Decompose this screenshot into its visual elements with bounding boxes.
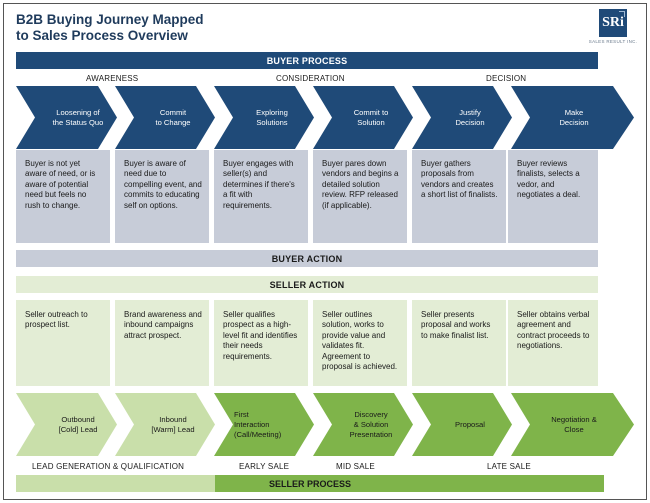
- buyer-chevron-6: [511, 86, 634, 149]
- buyer-step-4-line-2: Solution: [357, 117, 385, 127]
- seller-step-6-line-2: Close: [564, 424, 584, 434]
- buyer-chevron-4: [313, 86, 413, 149]
- logo-corner-icon: [619, 11, 625, 17]
- buyer-action-band: BUYER ACTION: [16, 250, 598, 267]
- stage-late-sale: LATE SALE: [487, 462, 531, 471]
- buyer-chevron-3: [214, 86, 314, 149]
- logo-text: SRi: [602, 15, 624, 30]
- seller-step-3-line-1: First: [234, 409, 249, 419]
- seller-step-6-line-1: Negotiation &: [551, 414, 597, 424]
- buyer-step-6-line-1: Make: [564, 107, 584, 117]
- buyer-description-4: Buyer pares down vendors and begins a de…: [313, 150, 407, 243]
- buyer-process-band: BUYER PROCESS: [16, 52, 598, 69]
- stage-consideration: CONSIDERATION: [276, 74, 345, 83]
- seller-step-4-line-2: & Solution: [353, 419, 389, 429]
- stage-awareness: AWARENESS: [86, 74, 139, 83]
- seller-description-1: Seller outreach to prospect list.: [16, 300, 110, 386]
- seller-step-1-line-2: [Cold] Lead: [58, 424, 98, 434]
- seller-step-1-line-1: Outbound: [61, 414, 95, 424]
- seller-step-5-line-1: Proposal: [455, 419, 485, 429]
- buyer-step-2-line-2: to Change: [155, 117, 191, 127]
- buyer-step-2-line-1: Commit: [159, 107, 187, 117]
- seller-chevron-6: [511, 393, 634, 456]
- buyer-description-3: Buyer engages with seller(s) and determi…: [214, 150, 308, 243]
- logo-tagline: SALES RESULT INC.: [588, 39, 638, 44]
- buyer-chevrons: [16, 86, 634, 149]
- seller-process-dark-segment: [215, 475, 604, 492]
- buyer-chevron-2: [115, 86, 215, 149]
- buyer-step-4-line-1: Commit to: [353, 107, 389, 117]
- seller-step-2: Inbound[Warm] Lead: [134, 393, 212, 456]
- seller-step-3-line-2: Interaction: [234, 419, 270, 429]
- buyer-chevron-1: [16, 86, 117, 149]
- buyer-chevron-5: [412, 86, 512, 149]
- seller-step-1: Outbound[Cold] Lead: [38, 393, 118, 456]
- seller-step-6: Negotiation &Close: [530, 393, 618, 456]
- seller-step-5: Proposal: [431, 393, 509, 456]
- seller-description-5: Seller presents proposal and works to ma…: [412, 300, 506, 386]
- buyer-description-6: Buyer reviews finalists, selects a vedor…: [508, 150, 598, 243]
- title-line-2: to Sales Process Overview: [16, 28, 188, 43]
- title-line-1: B2B Buying Journey Mapped: [16, 12, 204, 27]
- seller-process-band: SELLER PROCESS: [16, 475, 604, 492]
- buyer-description-5: Buyer gathers proposals from vendors and…: [412, 150, 506, 243]
- buyer-step-3-line-1: Exploring: [256, 107, 288, 117]
- seller-chevron-3: [214, 393, 314, 456]
- seller-step-3-line-3: (Call/Meeting): [234, 429, 282, 439]
- logo-mark: SRi: [599, 9, 627, 37]
- seller-process-light-segment: [16, 475, 215, 492]
- stage-decision: DECISION: [486, 74, 527, 83]
- buyer-description-1: Buyer is not yet aware of need, or is aw…: [16, 150, 110, 243]
- seller-chevron-4: [313, 393, 413, 456]
- seller-chevron-2: [115, 393, 215, 456]
- company-logo: SRi SALES RESULT INC.: [588, 9, 638, 51]
- buyer-step-6-line-2: Decision: [559, 117, 589, 127]
- buyer-description-2: Buyer is aware of need due to compelling…: [115, 150, 209, 243]
- seller-step-4-line-3: Presentation: [349, 429, 393, 439]
- seller-action-band: SELLER ACTION: [16, 276, 598, 293]
- stage-mid-sale: MID SALE: [336, 462, 375, 471]
- seller-chevron-1: [16, 393, 117, 456]
- seller-description-2: Brand awareness and inbound campaigns at…: [115, 300, 209, 386]
- seller-step-2-line-2: [Warm] Lead: [151, 424, 195, 434]
- diagram-frame: [3, 3, 647, 500]
- seller-chevron-5: [412, 393, 512, 456]
- buyer-step-3-line-2: Solutions: [256, 117, 288, 127]
- seller-description-3: Seller qualifies prospect as a high-leve…: [214, 300, 308, 386]
- buyer-step-1-line-1: Loosening of: [56, 107, 100, 117]
- seller-step-4-line-1: Discovery: [354, 409, 388, 419]
- buyer-step-5-line-1: Justify: [459, 107, 481, 117]
- page-title: B2B Buying Journey Mapped to Sales Proce…: [16, 12, 204, 44]
- seller-description-4: Seller outlines solution, works to provi…: [313, 300, 407, 386]
- seller-steps-row: Outbound[Cold] Lead Inbound[Warm] Lead F…: [16, 393, 634, 456]
- seller-description-6: Seller obtains verbal agreement and cont…: [508, 300, 598, 386]
- seller-chevrons: [16, 393, 634, 456]
- seller-step-2-line-1: Inbound: [159, 414, 187, 424]
- buyer-step-5-line-2: Decision: [455, 117, 485, 127]
- seller-process-label: SELLER PROCESS: [268, 478, 351, 489]
- stage-lead-generation: LEAD GENERATION & QUALIFICATION: [32, 462, 185, 471]
- stage-early-sale: EARLY SALE: [239, 462, 290, 471]
- buyer-step-1-line-2: the Status Quo: [52, 117, 104, 127]
